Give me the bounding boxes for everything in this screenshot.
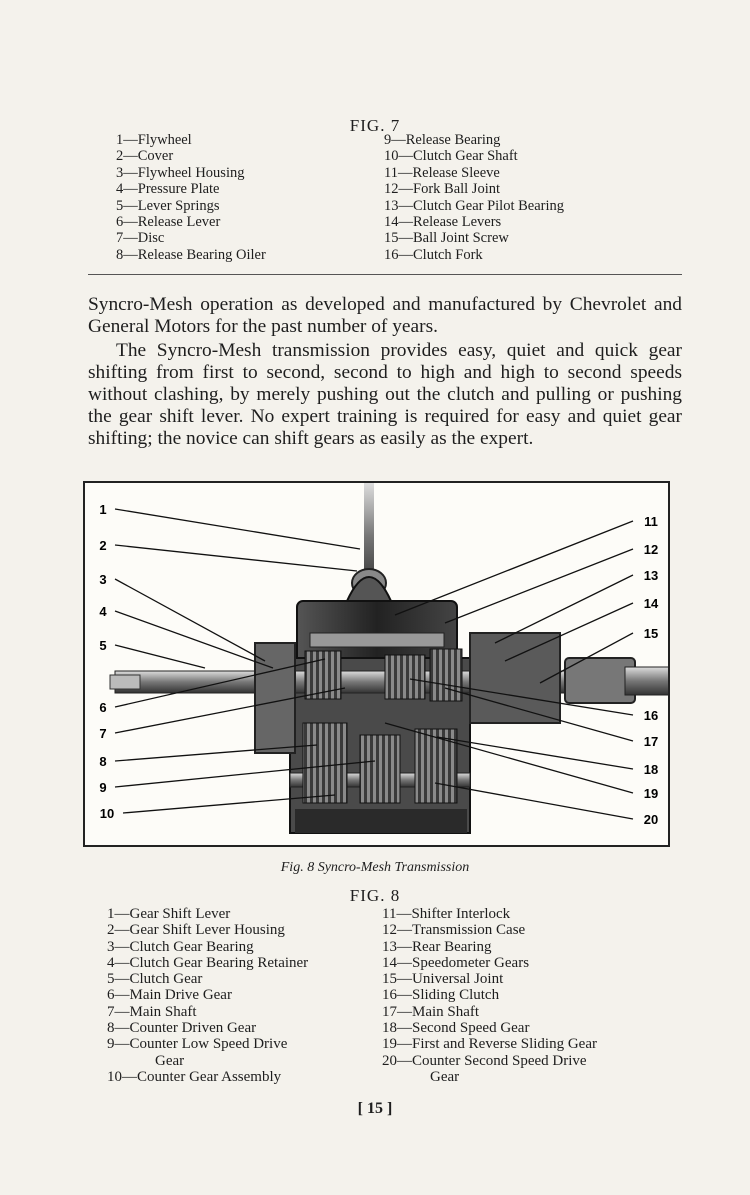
legend-item: 15—Ball Joint Screw xyxy=(384,230,509,247)
legend-item: 14—Release Levers xyxy=(384,214,502,231)
rear-housing xyxy=(469,632,561,724)
callout-label: 19 xyxy=(644,786,658,801)
counter-second-speed-gear xyxy=(414,728,458,804)
legend-item: 10—Counter Gear Assembly xyxy=(107,1068,282,1085)
legend-item: 5—Lever Springs xyxy=(116,197,220,214)
second-speed-gear xyxy=(429,648,463,702)
legend-item: 4—Clutch Gear Bearing Retainer xyxy=(107,954,309,971)
legend-item: 8—Counter Driven Gear xyxy=(107,1020,257,1037)
counter-low-speed-gear xyxy=(359,734,401,804)
clutch-gear-shaft-end xyxy=(109,674,141,690)
legend-item: 2—Gear Shift Lever Housing xyxy=(107,922,285,939)
gear-shift-lever xyxy=(364,483,374,588)
callout-label: 4 xyxy=(99,604,107,619)
callout-label: 15 xyxy=(644,626,658,641)
transmission-illustration: 1 2 3 4 5 6 7 8 9 10 11 12 13 14 15 16 1… xyxy=(83,481,670,847)
callouts-left: 1 2 3 4 5 6 7 8 9 10 xyxy=(99,502,114,821)
callout-label: 7 xyxy=(99,726,106,741)
page-number: [ 15 ] xyxy=(357,1100,393,1117)
sliding-clutch xyxy=(384,654,426,700)
rear-shaft xyxy=(624,666,668,696)
legend-item: 1—Gear Shift Lever xyxy=(107,906,231,922)
fig8-legend-left: 1—Gear Shift Lever 2—Gear Shift Lever Ho… xyxy=(107,906,308,1085)
legend-item: 15—Universal Joint xyxy=(382,971,504,988)
legend-item: 4—Pressure Plate xyxy=(116,181,220,198)
legend-item: 3—Flywheel Housing xyxy=(116,164,245,181)
callout-label: 13 xyxy=(644,568,658,583)
legend-item: 1—Flywheel xyxy=(116,132,192,148)
legend-item: 9—Release Bearing xyxy=(384,132,501,148)
lever-housing xyxy=(345,576,393,602)
legend-item: 20—Counter Second Speed Drive xyxy=(382,1052,587,1069)
callout-label: 12 xyxy=(644,542,658,557)
legend-item: 5—Clutch Gear xyxy=(107,971,203,988)
callout-label: 20 xyxy=(644,812,658,827)
legend-item-continuation: Gear xyxy=(430,1068,460,1085)
callout-label: 1 xyxy=(99,502,106,517)
callout-label: 16 xyxy=(644,708,658,723)
legend-item: 14—Speedometer Gears xyxy=(382,954,530,971)
legend-item: 10—Clutch Gear Shaft xyxy=(384,148,518,165)
legend-item: 19—First and Reverse Sliding Gear xyxy=(382,1036,597,1053)
legend-item: 9—Counter Low Speed Drive xyxy=(107,1036,288,1053)
legend-item: 17—Main Shaft xyxy=(382,1003,480,1020)
legend-item: 13—Clutch Gear Pilot Bearing xyxy=(384,197,565,214)
leader-lines-left xyxy=(114,508,376,814)
leader-lines-right xyxy=(384,520,634,820)
fig8-legend-right: 11—Shifter Interlock 12—Transmission Cas… xyxy=(382,906,597,1085)
callout-label: 14 xyxy=(644,596,659,611)
legend-item: 13—Rear Bearing xyxy=(382,938,492,955)
legend-item: 7—Disc xyxy=(116,230,165,247)
body-paragraph-1: Syncro-Mesh operation as developed and m… xyxy=(88,294,682,338)
legend-item: 2—Cover xyxy=(116,148,174,165)
legend-item: 12—Fork Ball Joint xyxy=(384,181,501,198)
callouts-right: 11 12 13 14 15 16 17 18 19 20 xyxy=(644,514,659,827)
fig7-legend-left: 1—Flywheel 2—Cover 3—Flywheel Housing 4—… xyxy=(116,132,266,263)
callout-label: 3 xyxy=(99,572,106,587)
callout-label: 17 xyxy=(644,734,658,749)
shifter-rail xyxy=(309,632,445,648)
callout-label: 8 xyxy=(99,754,106,769)
callout-label: 11 xyxy=(644,514,658,529)
legend-item: 12—Transmission Case xyxy=(382,922,526,939)
callout-label: 5 xyxy=(99,638,106,653)
legend-item: 6—Release Lever xyxy=(116,214,221,231)
counter-driven-gear xyxy=(302,722,348,804)
legend-item: 3—Clutch Gear Bearing xyxy=(107,938,254,955)
legend-item: 6—Main Drive Gear xyxy=(107,987,232,1004)
legend-item: 16—Sliding Clutch xyxy=(382,987,500,1004)
callout-label: 18 xyxy=(644,762,658,777)
legend-item: 18—Second Speed Gear xyxy=(382,1020,530,1037)
legend-item: 11—Release Sleeve xyxy=(384,164,500,181)
legend-item: 11—Shifter Interlock xyxy=(382,906,511,922)
fig7-legend-right: 9—Release Bearing 10—Clutch Gear Shaft 1… xyxy=(384,132,564,263)
callout-label: 9 xyxy=(99,780,106,795)
section-divider xyxy=(88,274,682,275)
callout-label: 2 xyxy=(99,538,106,553)
legend-item: 7—Main Shaft xyxy=(107,1003,197,1020)
case-bottom xyxy=(295,809,467,833)
legend-item: 16—Clutch Fork xyxy=(384,246,483,263)
legend-item: 8—Release Bearing Oiler xyxy=(116,246,266,263)
transmission-drawing: 1 2 3 4 5 6 7 8 9 10 11 12 13 14 15 16 1… xyxy=(99,483,668,834)
fig8-title: FIG. 8 xyxy=(349,886,401,905)
callout-label: 10 xyxy=(100,806,114,821)
figure-caption: Fig. 8 Syncro-Mesh Transmission xyxy=(280,860,470,875)
callout-label: 6 xyxy=(99,700,106,715)
legend-item-continuation: Gear xyxy=(155,1052,185,1069)
body-paragraph-2: The Syncro-Mesh transmission provides ea… xyxy=(88,340,682,450)
fig7-title: FIG. 7 xyxy=(349,116,401,135)
